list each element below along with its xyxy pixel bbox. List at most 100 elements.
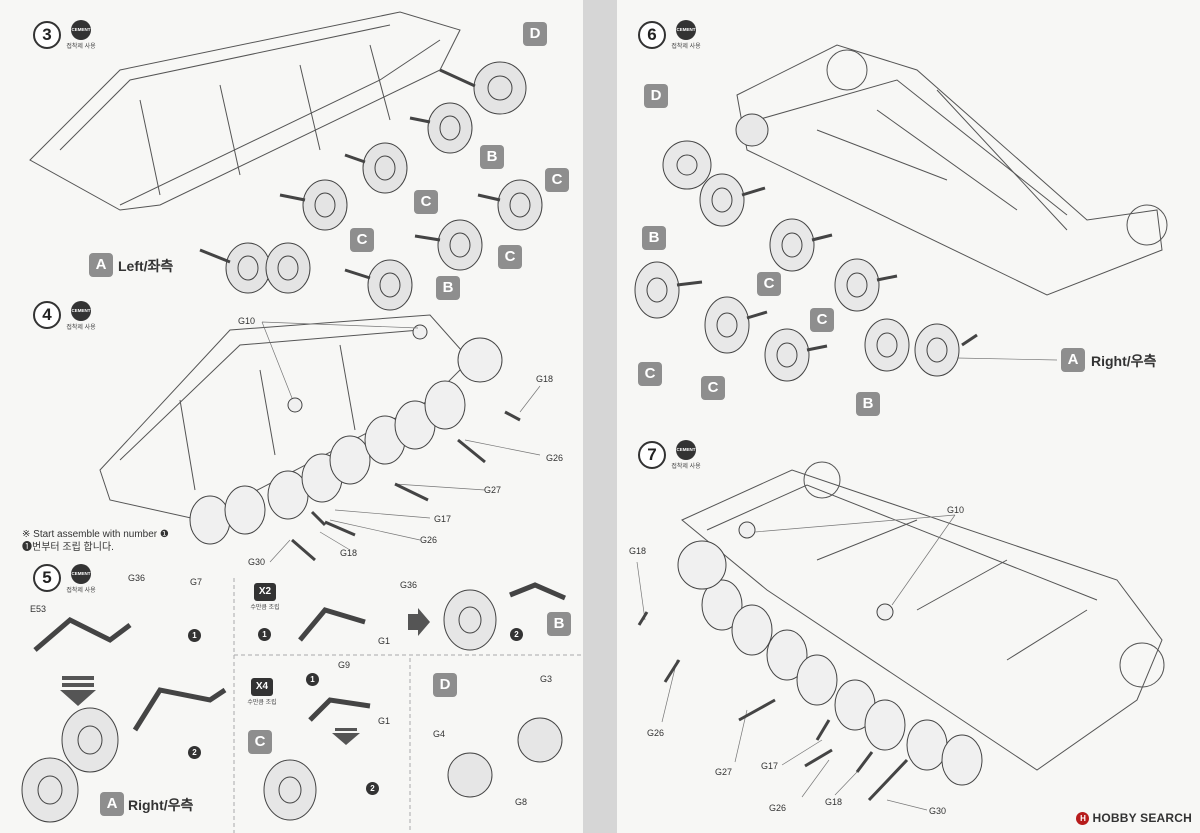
part-label-g26: G26 — [420, 535, 438, 545]
side-label-step5: Right/우측 — [128, 797, 194, 813]
hobby-search-logo-icon: H — [1076, 811, 1090, 825]
part-label-g27: G27 — [715, 767, 733, 777]
cement-indicator-step6: CEMENT 접착제 사용 — [658, 20, 714, 50]
tag-b: B — [856, 392, 880, 416]
subassembly-x2: X2 수만큼 조립 — [235, 583, 295, 611]
tag-b: B — [642, 226, 666, 250]
cement-indicator-step7: CEMENT 접착제 사용 — [658, 440, 714, 470]
order-marker-2: 2 — [510, 628, 523, 641]
hull-outline-step4 — [99, 314, 471, 521]
part-label-e53: E53 — [30, 604, 47, 614]
cement-indicator-step5: CEMENT 접착제 사용 — [53, 564, 109, 594]
tag-c: C — [638, 362, 662, 386]
part-label-g26: G26 — [647, 728, 665, 738]
road-wheels-step7 — [677, 521, 983, 786]
part-label-g10: G10 — [238, 316, 256, 326]
part-label-g4: G4 — [433, 729, 446, 739]
road-wheels-step4 — [189, 324, 503, 545]
cement-badge: CEMENT — [676, 20, 696, 40]
part-label-g3: G3 — [540, 674, 553, 684]
order-marker-2: 2 — [366, 782, 379, 795]
cement-badge: CEMENT — [676, 440, 696, 460]
part-label-g9: G9 — [338, 660, 351, 670]
subassembly-x2-badge: X2 — [254, 583, 276, 601]
part-label-g8: G8 — [515, 797, 528, 807]
tag-d: D — [644, 84, 668, 108]
part-label-g7: G7 — [190, 577, 203, 587]
axle-arms-step6 — [676, 186, 978, 352]
tag-c: C — [248, 730, 272, 754]
part-label-g17: G17 — [761, 761, 779, 771]
leader-lines-step4 — [261, 321, 541, 563]
part-label-g18: G18 — [536, 374, 554, 384]
cement-caption: 접착제 사용 — [66, 44, 96, 50]
part-label-g30: G30 — [929, 806, 947, 816]
cement-indicator-step4: CEMENT 접착제 사용 — [53, 301, 109, 331]
side-label-step6: Right/우측 — [1091, 353, 1157, 369]
side-label-step3: Left/좌측 — [118, 258, 174, 274]
part-label-g30: G30 — [248, 557, 266, 567]
tag-b: B — [436, 276, 460, 300]
tag-c: C — [757, 272, 781, 296]
order-marker-1: 1 — [258, 628, 271, 641]
tag-b: B — [480, 145, 504, 169]
instruction-page-left: 3 CEMENT 접착제 사용 D B C C C C B A Left/좌측 … — [0, 0, 583, 833]
cement-caption: 접착제 사용 — [671, 44, 701, 50]
part-label-g17: G17 — [434, 514, 452, 524]
order-marker-1: 1 — [306, 673, 319, 686]
step-number-3: 3 — [33, 21, 61, 49]
rods-step4 — [291, 410, 521, 562]
order-marker-2: 2 — [188, 746, 201, 759]
order-marker-1: 1 — [188, 629, 201, 642]
leader-lines-step7 — [636, 514, 956, 811]
hull-outline-step6 — [736, 44, 1168, 296]
axle-arms-step3 — [199, 68, 501, 280]
rods-step7 — [637, 611, 909, 802]
leader-lines-step6 — [956, 357, 1058, 361]
watermark-text: HOBBY SEARCH — [1092, 811, 1192, 825]
road-wheels-step3 — [225, 61, 543, 311]
step-number-7: 7 — [638, 441, 666, 469]
subassembly-x4: X4 수만큼 조립 — [232, 678, 292, 706]
step-number-5: 5 — [33, 564, 61, 592]
tag-c: C — [810, 308, 834, 332]
step5-parts — [21, 582, 566, 823]
part-label-g36: G36 — [400, 580, 418, 590]
part-label-g18: G18 — [340, 548, 358, 558]
tag-a: A — [100, 792, 124, 816]
step-number-4: 4 — [33, 301, 61, 329]
part-label-g1: G1 — [378, 716, 391, 726]
part-label-g18: G18 — [825, 797, 843, 807]
down-arrow-step5 — [60, 608, 430, 745]
part-label-g26: G26 — [769, 803, 787, 813]
part-label-g26: G26 — [546, 453, 564, 463]
tag-c: C — [414, 190, 438, 214]
start-note-ko: ❶번부터 조립 합니다. — [22, 542, 114, 553]
left-page-illustrations — [21, 11, 583, 833]
tag-a: A — [89, 253, 113, 277]
cement-caption: 접착제 사용 — [671, 464, 701, 470]
cement-badge: CEMENT — [71, 301, 91, 321]
part-label-g36: G36 — [128, 573, 146, 583]
tag-b: B — [547, 612, 571, 636]
part-label-g18: G18 — [629, 546, 647, 556]
cement-caption: 접착제 사용 — [66, 588, 96, 594]
step5-frame — [233, 578, 583, 833]
road-wheels-step6 — [634, 113, 960, 382]
subassembly-caption: 수만큼 조립 — [250, 605, 280, 611]
part-label-g27: G27 — [484, 485, 502, 495]
start-note-en: ※ Start assemble with number ❶ — [22, 529, 169, 540]
part-label-g10: G10 — [947, 505, 965, 515]
tag-c: C — [498, 245, 522, 269]
step-number-6: 6 — [638, 21, 666, 49]
tag-a: A — [1061, 348, 1085, 372]
cement-badge: CEMENT — [71, 564, 91, 584]
part-label-g1: G1 — [378, 636, 391, 646]
right-page-illustrations — [634, 44, 1168, 811]
tag-d: D — [433, 673, 457, 697]
cement-badge: CEMENT — [71, 20, 91, 40]
cement-caption: 접착제 사용 — [66, 325, 96, 331]
instruction-page-right: 6 CEMENT 접착제 사용 D B C C C C B A Right/우측… — [617, 0, 1200, 833]
tag-c: C — [701, 376, 725, 400]
